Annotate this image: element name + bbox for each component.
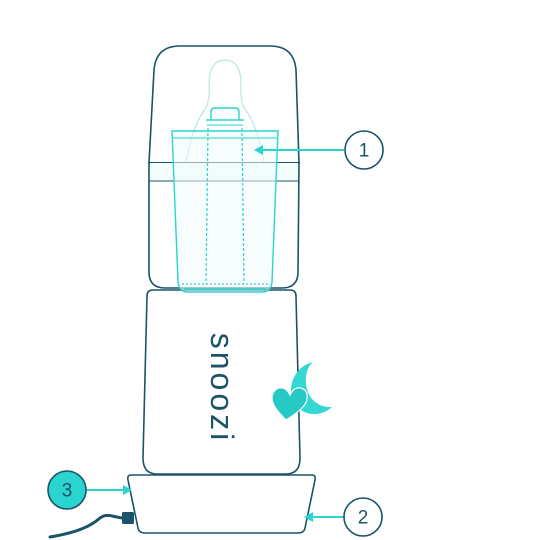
callout-2-label: 2 [358,508,369,529]
power-cable-icon [48,512,134,539]
inner-insert [171,107,279,293]
heart-icon [271,387,308,421]
callout-2: 2 [304,497,383,537]
warmer-base [127,474,316,534]
callout-1: 1 [254,130,384,170]
callout-3-label: 3 [62,481,73,502]
brand-wordmark: snoozi [204,333,240,444]
bottle-nipple [185,59,265,163]
callout-1-label: 1 [359,141,370,162]
warmer-body [142,289,301,475]
callout-3: 3 [47,470,132,510]
